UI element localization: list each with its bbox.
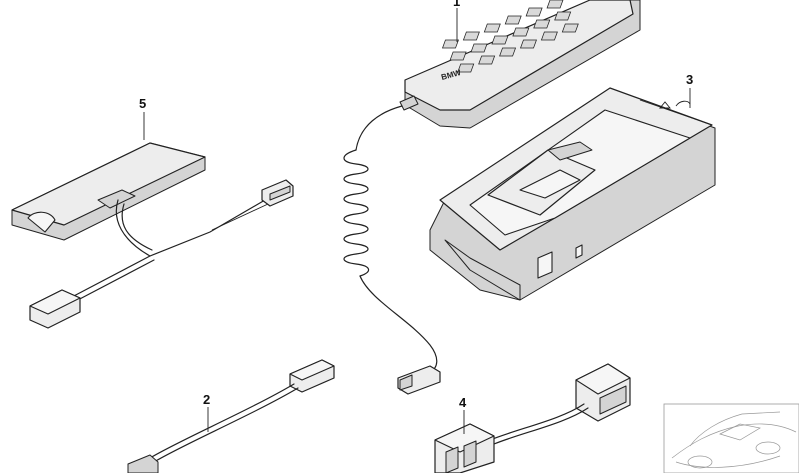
- callout-2: 2: [203, 392, 210, 407]
- part-2-adapter-cable: [127, 359, 335, 473]
- callout-5: 5: [139, 96, 146, 111]
- car-thumbnail-icon: [663, 403, 799, 473]
- leader-lines: [143, 8, 691, 434]
- part-5-antenna-module: [11, 142, 294, 329]
- part-3-cradle: [429, 87, 716, 301]
- coiled-cord: [343, 149, 370, 277]
- part-1-handset: BMW: [343, 0, 641, 395]
- callout-3: 3: [686, 72, 693, 87]
- handset-keypad: [441, 0, 579, 73]
- part-4-connector-harness: [434, 363, 631, 473]
- callout-1: 1: [453, 0, 460, 9]
- callout-4: 4: [459, 395, 467, 410]
